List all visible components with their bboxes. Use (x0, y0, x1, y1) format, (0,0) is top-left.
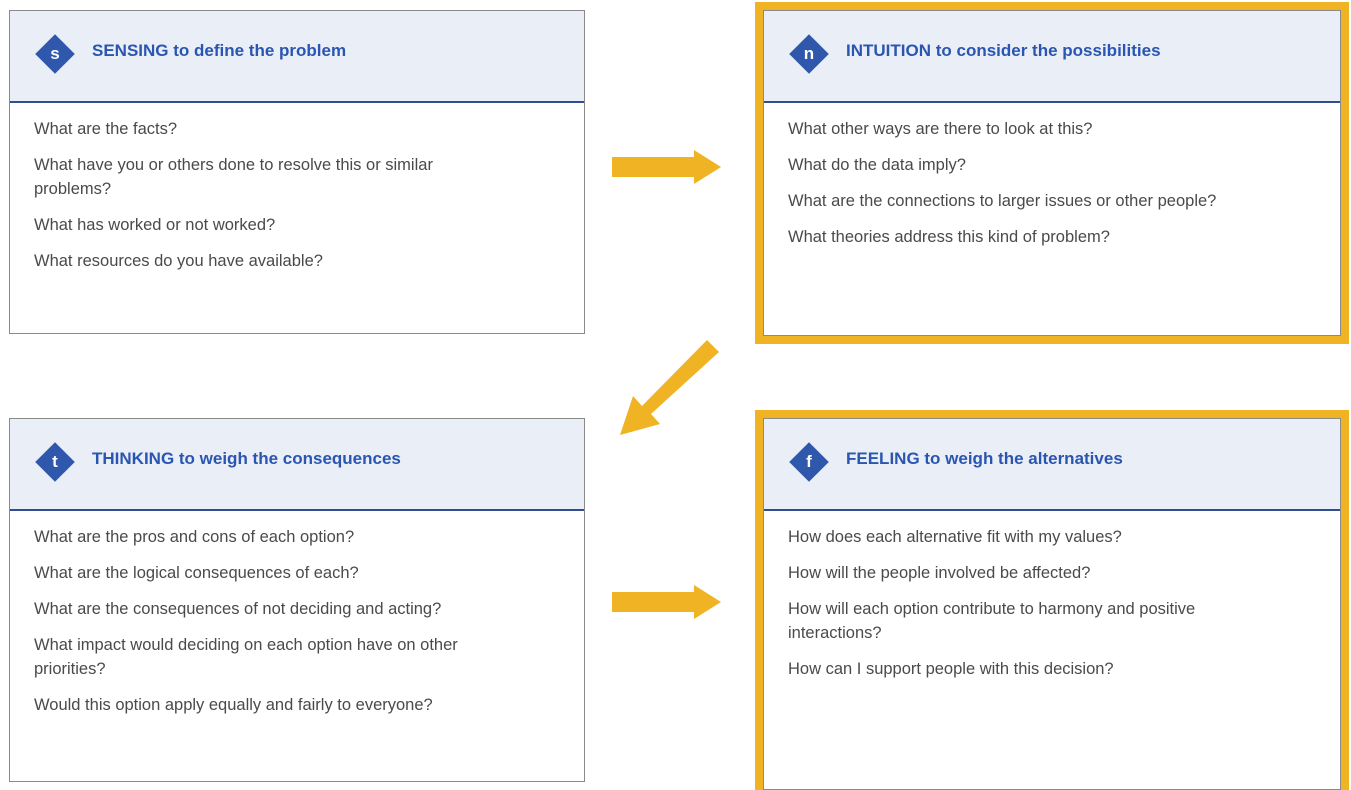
question-item: How will each option contribute to harmo… (788, 600, 1196, 642)
intuition-title: INTUITION to consider the possibilities (846, 41, 1161, 60)
sensing-badge: s (34, 33, 76, 75)
diamond-icon (35, 442, 75, 482)
question-item: What do the data imply? (788, 156, 966, 174)
question-item: Would this option apply equally and fair… (34, 696, 433, 714)
sensing-header: s SENSING to define the problem (10, 11, 584, 103)
feeling-header: f FEELING to weigh the alternatives (764, 419, 1340, 511)
sensing-title: SENSING to define the problem (92, 41, 347, 60)
diamond-icon (789, 442, 829, 482)
feeling-questions: How does each alternative fit with my va… (764, 511, 1340, 681)
intuition-badge: n (788, 33, 830, 75)
feeling-title: FEELING to weigh the alternatives (846, 449, 1123, 468)
thinking-badge: t (34, 441, 76, 483)
question-item: How will the people involved be affected… (788, 564, 1091, 582)
thinking-letter: t (52, 452, 58, 471)
question-item: What has worked or not worked? (34, 216, 276, 234)
feeling-letter: f (806, 452, 812, 471)
question-item: What are the pros and cons of each optio… (34, 528, 355, 546)
intuition-card: n INTUITION to consider the possibilitie… (755, 2, 1349, 344)
diamond-icon (789, 34, 829, 74)
right-arrow-icon (612, 585, 721, 619)
thinking-card: t THINKING to weigh the consequences Wha… (9, 418, 585, 782)
question-item: What are the connections to larger issue… (788, 192, 1217, 210)
question-item: What impact would deciding on each optio… (34, 636, 458, 678)
question-item: What theories address this kind of probl… (788, 228, 1110, 246)
question-item: How does each alternative fit with my va… (788, 528, 1122, 546)
intuition-header: n INTUITION to consider the possibilitie… (764, 11, 1340, 103)
diagonal-arrow-icon (620, 340, 719, 435)
question-item: What other ways are there to look at thi… (788, 120, 1093, 138)
question-item: What are the consequences of not decidin… (34, 600, 442, 618)
question-item: How can I support people with this decis… (788, 660, 1114, 678)
thinking-questions: What are the pros and cons of each optio… (10, 511, 584, 717)
thinking-title: THINKING to weigh the consequences (92, 449, 401, 468)
intuition-letter: n (803, 44, 815, 63)
thinking-header: t THINKING to weigh the consequences (10, 419, 584, 511)
feeling-badge: f (788, 441, 830, 483)
question-item: What are the facts? (34, 120, 178, 138)
sensing-letter: s (50, 44, 60, 63)
sensing-questions: What are the facts? What have you or oth… (10, 103, 584, 273)
question-item: What resources do you have available? (34, 252, 323, 270)
intuition-questions: What other ways are there to look at thi… (764, 103, 1340, 249)
question-item: What have you or others done to resolve … (34, 156, 433, 198)
feeling-card: f FEELING to weigh the alternatives How … (755, 410, 1349, 790)
sensing-card: s SENSING to define the problem What are… (9, 10, 585, 334)
question-item: What are the logical consequences of eac… (34, 564, 359, 582)
right-arrow-icon (612, 150, 721, 184)
diamond-icon (35, 34, 75, 74)
